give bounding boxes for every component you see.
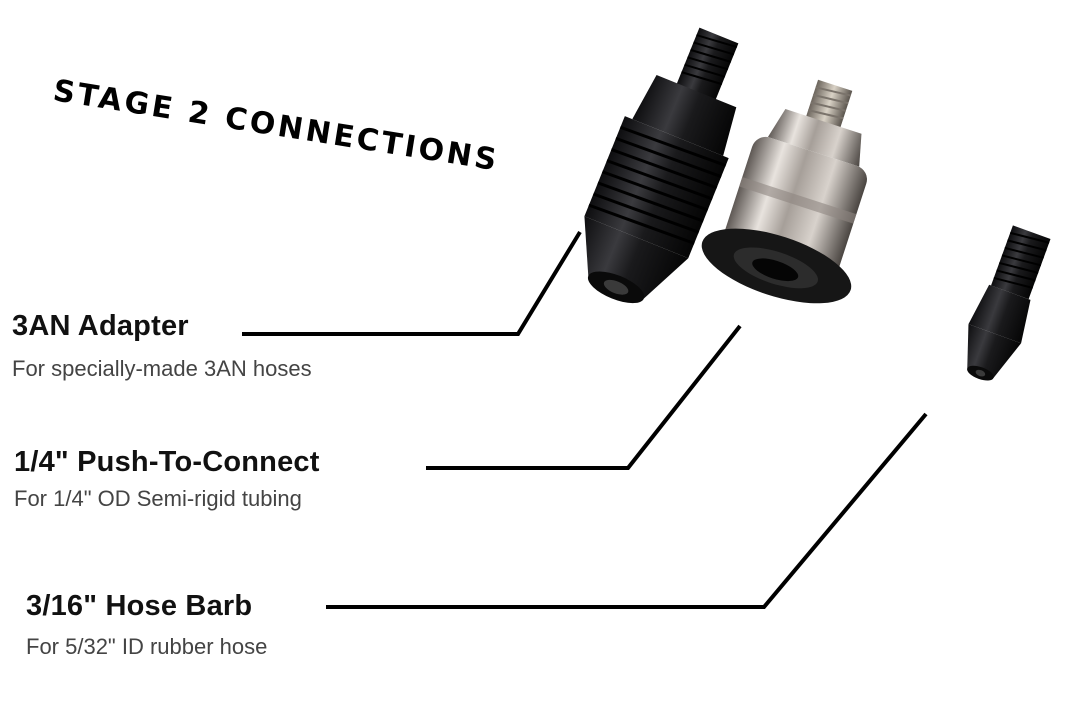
stage-title: STAGE 2 CONNECTIONS [50,68,522,179]
hose-barb-fitting [967,225,1051,381]
part-name-push-to-connect: 1/4" Push-To-Connect [14,446,320,478]
part-desc-hose-barb: For 5/32" ID rubber hose [26,634,268,659]
3an-adapter-fitting [584,27,739,304]
part-desc-3an-adapter: For specially-made 3AN hoses [12,356,312,381]
push-to-connect-fitting [701,79,867,304]
part-desc-push-to-connect: For 1/4" OD Semi-rigid tubing [14,486,302,511]
stage-title-text: STAGE 2 CONNECTIONS [51,73,502,178]
part-name-3an-adapter: 3AN Adapter [12,310,189,342]
part-name-hose-barb: 3/16" Hose Barb [26,590,253,622]
